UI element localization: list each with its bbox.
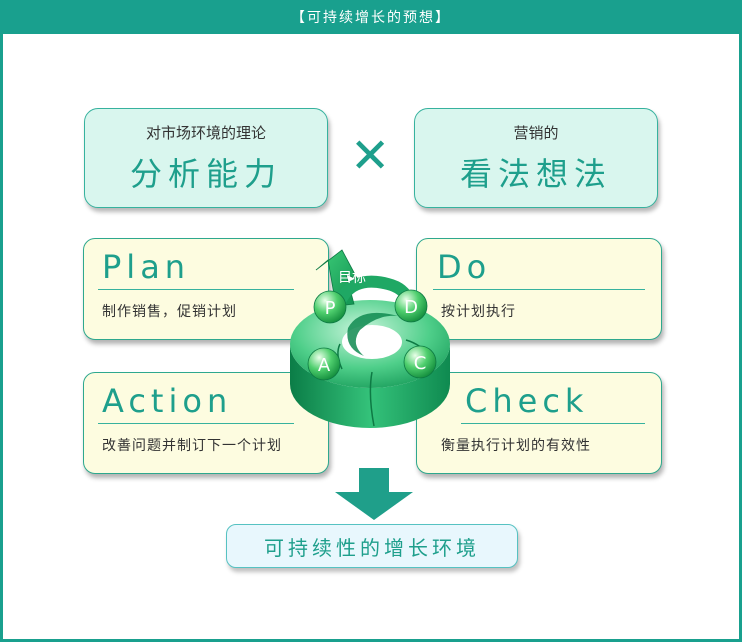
result-box: 可持续性的增长环境 bbox=[226, 524, 518, 568]
c-ball-label: C bbox=[414, 353, 427, 374]
p-ball bbox=[313, 290, 347, 324]
a-ball-label: A bbox=[318, 355, 331, 376]
ring-seam-bottom bbox=[369, 371, 375, 427]
check-box: Check 衡量执行计划的有效性 bbox=[416, 372, 662, 474]
action-box: Action 改善问题并制订下一个计划 bbox=[83, 372, 329, 474]
ring-side bbox=[290, 344, 450, 428]
analysis-box-title: 分析能力 bbox=[129, 154, 282, 193]
plan-desc: 制作销售，促销计划 bbox=[102, 304, 237, 320]
action-desc: 改善问题并制订下一个计划 bbox=[102, 438, 282, 454]
c-ball bbox=[403, 345, 437, 379]
analysis-box: 对市场环境的理论 分析能力 bbox=[84, 108, 328, 208]
d-ball-label: D bbox=[404, 297, 418, 318]
d-ball bbox=[394, 289, 428, 323]
do-title: Do bbox=[437, 248, 492, 286]
down-arrow-icon bbox=[335, 468, 413, 520]
multiply-icon: ✕ bbox=[350, 128, 391, 184]
marketing-box-subtitle: 营销的 bbox=[513, 123, 559, 142]
plan-box: Plan 制作销售，促销计划 bbox=[83, 238, 329, 340]
do-desc: 按计划执行 bbox=[441, 304, 516, 320]
ring-swirl bbox=[347, 312, 398, 356]
pdca-cycle-graphic: 目标 P D A C bbox=[290, 249, 450, 428]
check-divider bbox=[461, 423, 645, 424]
check-title: Check bbox=[465, 382, 589, 420]
page-header: 【可持续增长的预想】 bbox=[0, 0, 742, 34]
do-divider bbox=[433, 289, 645, 290]
header-title: 【可持续增长的预想】 bbox=[291, 10, 451, 26]
a-ball bbox=[307, 347, 341, 381]
ring-seam-left bbox=[337, 343, 343, 370]
marketing-box-title: 看法想法 bbox=[459, 154, 612, 193]
action-divider bbox=[98, 423, 294, 424]
result-label: 可持续性的增长环境 bbox=[264, 535, 480, 560]
plan-title: Plan bbox=[102, 248, 191, 286]
action-title: Action bbox=[102, 382, 233, 420]
marketing-box: 营销的 看法想法 bbox=[414, 108, 658, 208]
do-box: Do 按计划执行 bbox=[416, 238, 662, 340]
goal-label: 目标 bbox=[338, 270, 366, 286]
check-desc: 衡量执行计划的有效性 bbox=[441, 438, 591, 454]
plan-divider bbox=[98, 289, 294, 290]
p-ball-label: P bbox=[325, 298, 336, 319]
analysis-box-subtitle: 对市场环境的理论 bbox=[145, 123, 266, 142]
